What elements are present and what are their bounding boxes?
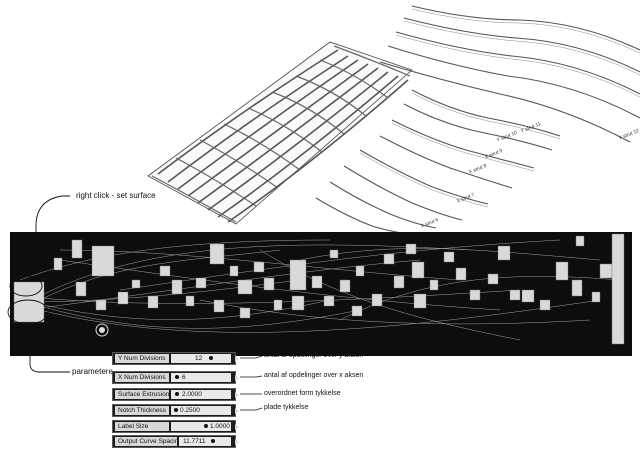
description-x-divisions: antal af opdelinger over x aksen (264, 372, 363, 379)
description-surface-extrusion: overordnet form tykkelse (264, 390, 341, 397)
description-y-divisions: antal af opdelinger over y aksen (264, 352, 363, 359)
description-notch-thickness: plade tykkelse (264, 404, 308, 411)
